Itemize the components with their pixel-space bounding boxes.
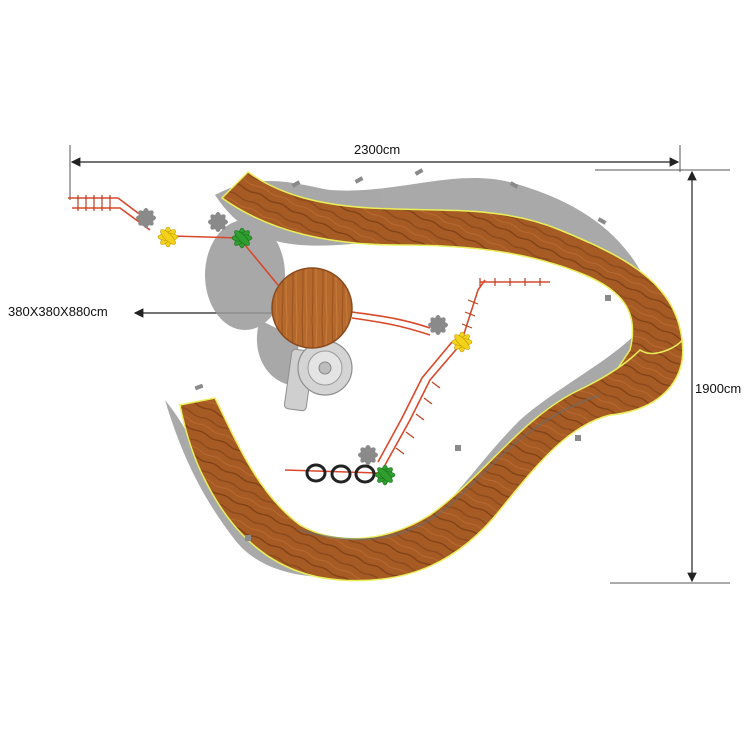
diagonal-bridge-down — [384, 344, 461, 466]
green-flower-icon — [374, 464, 396, 486]
tower-dimension-label: 380X380X880cm — [8, 304, 108, 319]
central-tower-roof — [271, 267, 353, 349]
tower-to-right-bridge-rail — [351, 311, 431, 329]
decorative-flowers — [136, 208, 473, 486]
diagonal-bridge-down-rail — [377, 341, 453, 463]
rope-green-to-tower — [244, 244, 279, 286]
spiral-slide — [283, 340, 353, 412]
tower-shadow — [205, 220, 285, 330]
ladder-rungs — [77, 195, 541, 455]
lower-curved-wood-wall — [179, 337, 684, 582]
right-ladder-up — [461, 279, 486, 341]
rope-bridges — [68, 197, 550, 474]
tire-crawl — [305, 463, 376, 484]
perimeter-posts — [194, 168, 611, 541]
tire-2 — [330, 464, 352, 484]
dimension-lines — [69, 145, 730, 584]
slide-spiral-core — [318, 361, 332, 375]
width-dimension-label: 2300cm — [354, 142, 401, 157]
lower-wall-inner-edge — [299, 394, 601, 541]
rope-to-green-flower — [171, 235, 241, 239]
grey-flower-icon — [208, 212, 228, 232]
green-flower-icon — [231, 227, 253, 249]
yellow-flower-icon — [157, 226, 179, 248]
yellow-flower-icon — [451, 331, 473, 353]
grey-flower-icon — [358, 445, 378, 465]
height-dimension-label: 1900cm — [695, 381, 742, 396]
tire-3 — [354, 464, 376, 484]
tower-to-right-bridge — [351, 317, 431, 336]
grey-flower-icon — [428, 315, 448, 335]
tire-1 — [305, 463, 327, 483]
grey-flower-icon — [136, 208, 156, 228]
